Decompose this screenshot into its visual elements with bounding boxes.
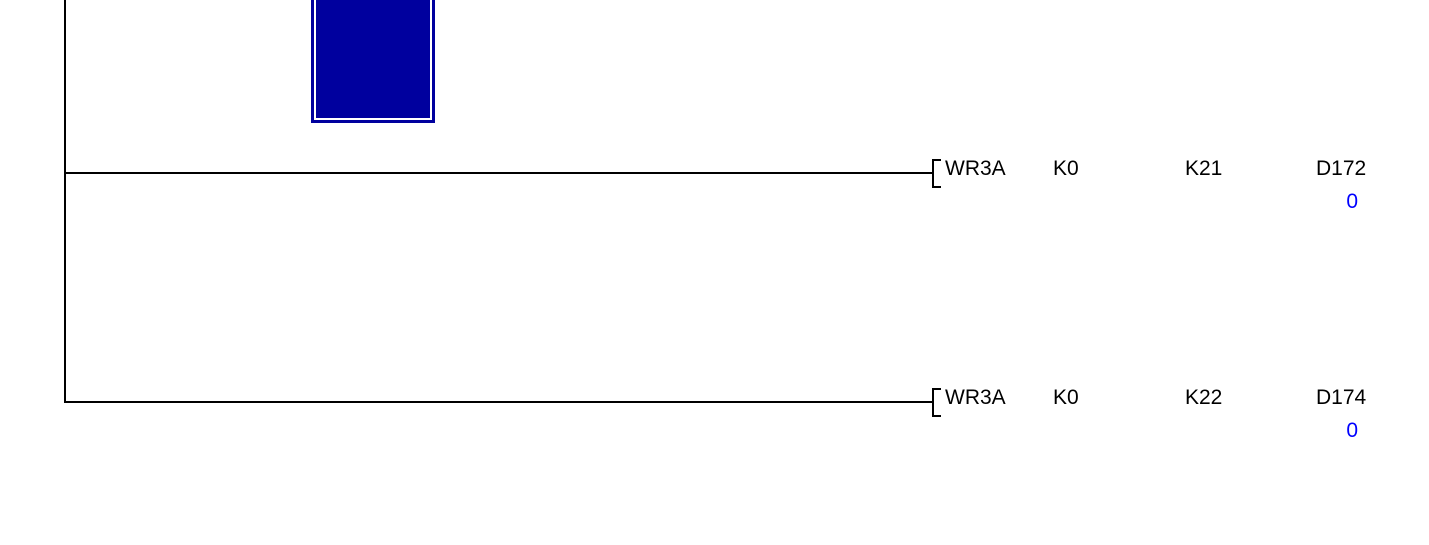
operand-3[interactable]: D172 (1316, 157, 1367, 180)
instruction-open-bracket-icon (932, 159, 941, 188)
operand-2[interactable]: K21 (1185, 157, 1223, 180)
edit-cursor-cell[interactable] (311, 0, 435, 123)
rung-wire (64, 172, 933, 174)
edit-cursor-inner-border (314, 0, 432, 120)
instruction-mnemonic[interactable]: WR3A (945, 157, 1006, 180)
operand-3[interactable]: D174 (1316, 386, 1367, 409)
operand-2[interactable]: K22 (1185, 386, 1223, 409)
operand-1[interactable]: K0 (1053, 386, 1079, 409)
operand-1[interactable]: K0 (1053, 157, 1079, 180)
instruction-open-bracket-icon (932, 388, 941, 417)
instruction-mnemonic[interactable]: WR3A (945, 386, 1006, 409)
rung-wire (64, 401, 933, 403)
left-power-rail (64, 0, 66, 403)
monitor-value: 0 (1346, 419, 1358, 442)
monitor-value: 0 (1346, 190, 1358, 213)
